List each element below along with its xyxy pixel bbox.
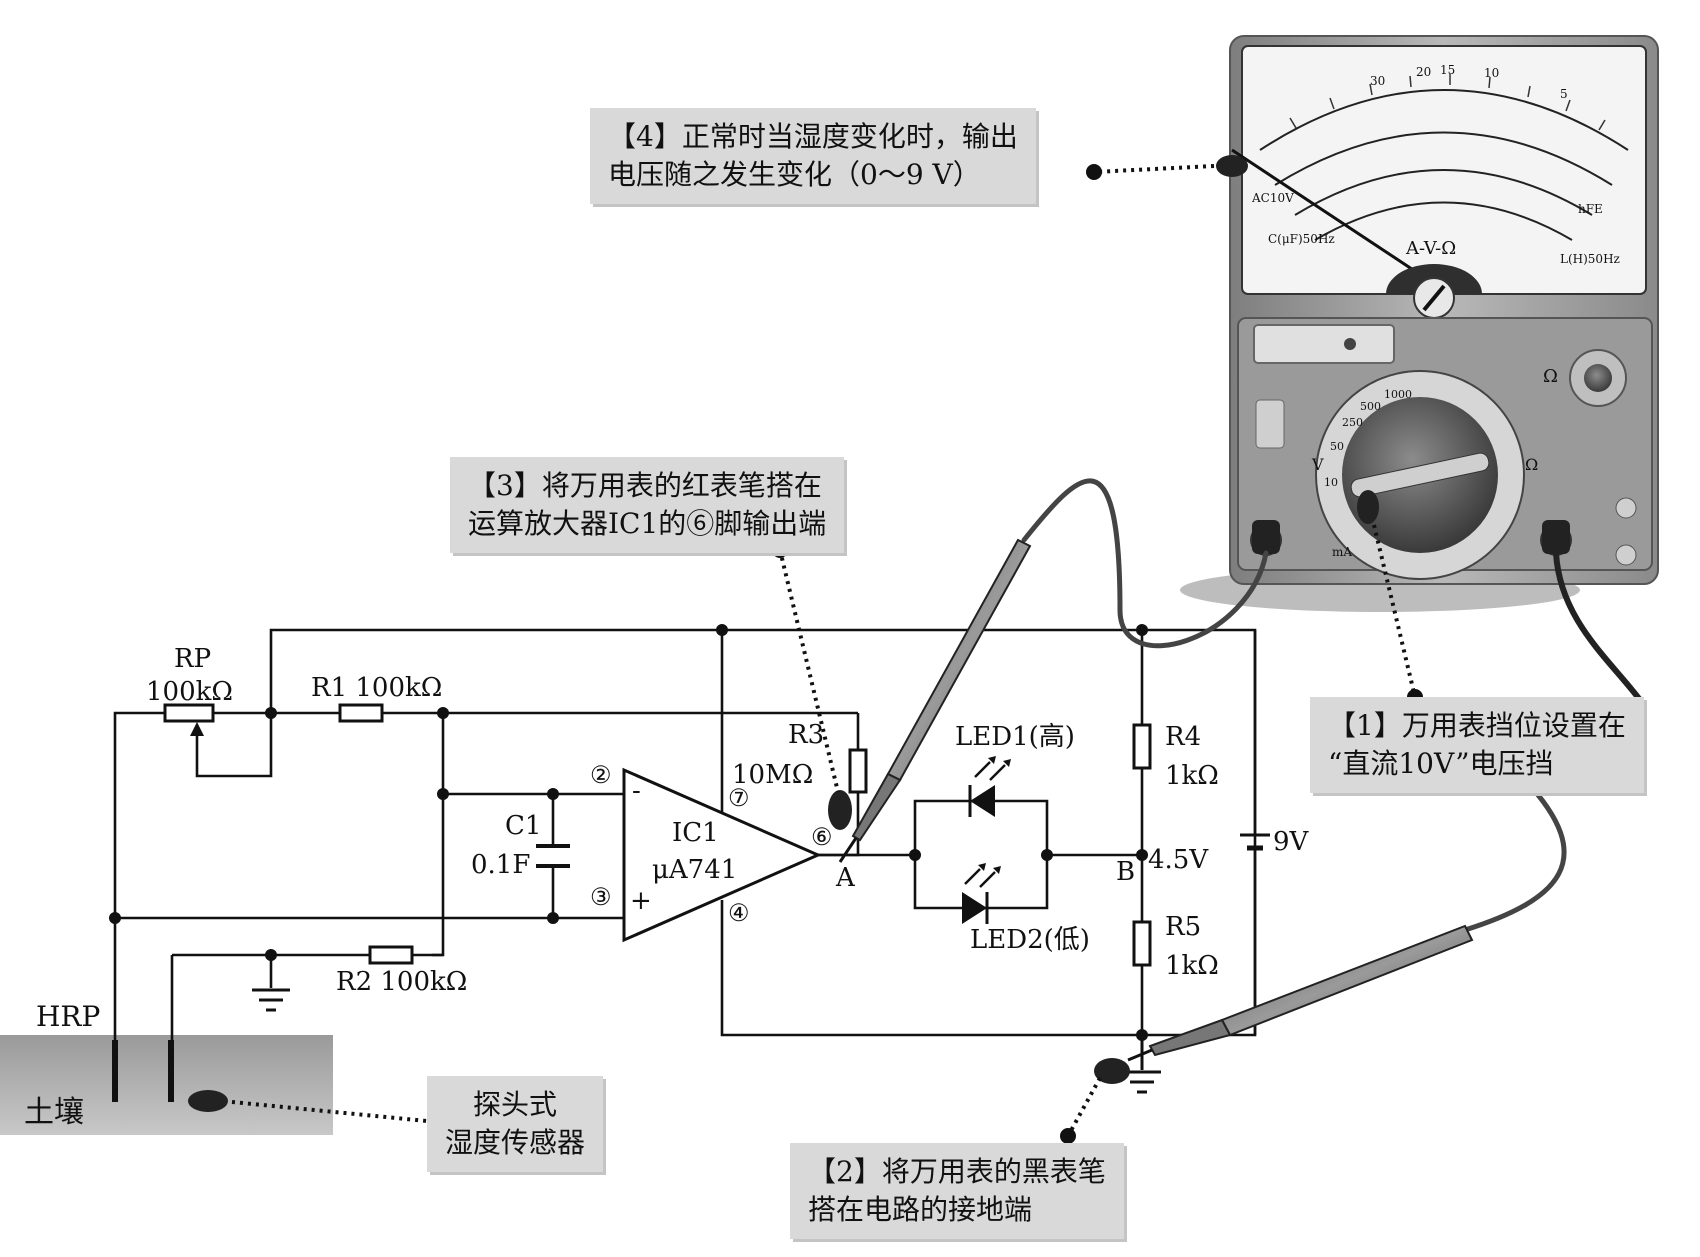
needle-pointer-hand-icon (1216, 155, 1248, 177)
r5-value: 1kΩ (1165, 951, 1219, 981)
leader-lines (231, 164, 1417, 1137)
black-probe (1127, 924, 1474, 1062)
top-scale-4: 5 (1560, 87, 1568, 101)
right-freq-label: L(H)50Hz (1560, 252, 1620, 266)
callout-1-range-setting: 【1】万用表挡位设置在 “直流10V”电压挡 (1310, 697, 1644, 793)
left-freq-label: C(μF)50Hz (1268, 232, 1335, 246)
node-b-label: B (1116, 857, 1135, 887)
node-a-label: A (835, 863, 856, 893)
callout-2-black-probe: 【2】将万用表的黑表笔 搭在电路的接地端 (790, 1143, 1124, 1239)
pin7-label: ⑦ (728, 784, 750, 812)
hrp-label: HRP (36, 1000, 100, 1033)
led2 (962, 863, 1001, 924)
dial-ohm-symbol: Ω (1525, 455, 1538, 474)
callout-3-line2: 运算放大器IC1的⑥脚输出端 (468, 507, 827, 540)
callout-4-line2: 电压随之发生变化（0～9 V） (608, 158, 981, 191)
mid-voltage-label: 4.5V (1148, 845, 1209, 875)
led2-label: LED2(低) (970, 925, 1090, 955)
rp-wiper-arrow (190, 722, 204, 736)
red-probe (838, 538, 1032, 863)
ac-label: AC10V (1251, 191, 1294, 205)
dial-pointer-hand-icon (1357, 490, 1379, 524)
sensor-pointer-hand-icon (188, 1090, 228, 1112)
ic-name: IC1 (672, 818, 719, 848)
rp-name: RP (174, 644, 211, 674)
test-leads (1021, 478, 1643, 933)
top-scale-3: 10 (1484, 66, 1499, 80)
pin6-label: ⑥ (811, 823, 833, 851)
dc-range-4: 10 (1324, 476, 1338, 489)
ic-model: μA741 (652, 855, 737, 885)
soil-block (0, 1035, 333, 1135)
pin3-label: ③ (590, 883, 612, 911)
r4-name: R4 (1165, 722, 1201, 752)
dc-v-symbol: V (1311, 455, 1324, 474)
dial-scale-label: A-V-Ω (1405, 238, 1456, 259)
battery-label: 9V (1273, 827, 1310, 857)
top-scale-0: 30 (1370, 74, 1385, 88)
callout-1-line1: 【1】万用表挡位设置在 (1328, 709, 1626, 742)
dc-range-3: 50 (1330, 440, 1344, 453)
resistors (163, 703, 1152, 967)
top-scale-2: 15 (1440, 63, 1455, 77)
callout-1-line2: “直流10V”电压挡 (1328, 747, 1554, 780)
range-selector-pointer (1350, 452, 1490, 498)
callout-4-line1: 【4】正常时当湿度变化时，输出 (608, 120, 1018, 153)
r3-value: 10MΩ (732, 760, 813, 790)
r5-name: R5 (1165, 912, 1201, 942)
minus-sign: - (632, 776, 641, 806)
r2-resistor (368, 945, 414, 965)
callout-sensor: 探头式 湿度传感器 (427, 1076, 604, 1172)
ground-symbol-left (252, 988, 290, 1012)
pointer-hand-icons (188, 155, 1379, 1112)
sensor-line2: 湿度传感器 (445, 1126, 586, 1159)
meter-needle (1231, 148, 1434, 285)
red-probe-pointer-hand-icon (828, 790, 852, 830)
r4-resistor (1132, 723, 1152, 770)
c1-name: C1 (505, 811, 541, 841)
opamp-ic1 (622, 767, 822, 943)
hfe-label: hFE (1578, 202, 1603, 216)
dc-range-0: 1000 (1384, 388, 1412, 401)
callout-4-output-voltage: 【4】正常时当湿度变化时，输出 电压随之发生变化（0～9 V） (590, 108, 1036, 204)
sensor-line1: 探头式 (473, 1088, 558, 1121)
capacitor-c1 (536, 844, 570, 868)
ma-symbol: mA (1332, 545, 1352, 559)
callout-2-line2: 搭在电路的接地端 (808, 1193, 1033, 1226)
battery-9v (1240, 833, 1270, 851)
ohm-adjust-symbol: Ω (1543, 366, 1558, 387)
multimeter: 30 20 15 10 5 AC10V C(μF)50Hz L(H)50Hz h… (1180, 35, 1659, 612)
callout-2-line1: 【2】将万用表的黑表笔 (808, 1155, 1106, 1188)
c1-value: 0.1F (471, 850, 530, 880)
pin2-label: ② (590, 761, 612, 789)
r3-resistor (848, 748, 868, 794)
dc-range-2: 250 (1342, 416, 1363, 429)
callout-3-line1: 【3】将万用表的红表笔搭在 (468, 469, 822, 502)
r5-resistor (1132, 920, 1152, 967)
rp-resistor (163, 703, 215, 723)
r1-resistor (338, 703, 384, 723)
dc-range-1: 500 (1360, 400, 1381, 413)
soil-label: 土壤 (24, 1095, 84, 1130)
pin4-label: ④ (728, 899, 750, 927)
top-scale-1: 20 (1416, 65, 1431, 79)
callout-3-red-probe: 【3】将万用表的红表笔搭在 运算放大器IC1的⑥脚输出端 (450, 457, 845, 553)
ground-pointer-hand-icon (1094, 1058, 1130, 1084)
rp-value: 100kΩ (146, 677, 233, 707)
plus-sign: + (630, 886, 652, 916)
led1-label: LED1(高) (955, 722, 1075, 752)
r1-label: R1 100kΩ (311, 673, 442, 703)
led1 (968, 756, 1011, 817)
junction-dots (109, 624, 1148, 1041)
r3-name: R3 (788, 720, 824, 750)
r2-label: R2 100kΩ (336, 967, 467, 997)
r4-value: 1kΩ (1165, 761, 1219, 791)
